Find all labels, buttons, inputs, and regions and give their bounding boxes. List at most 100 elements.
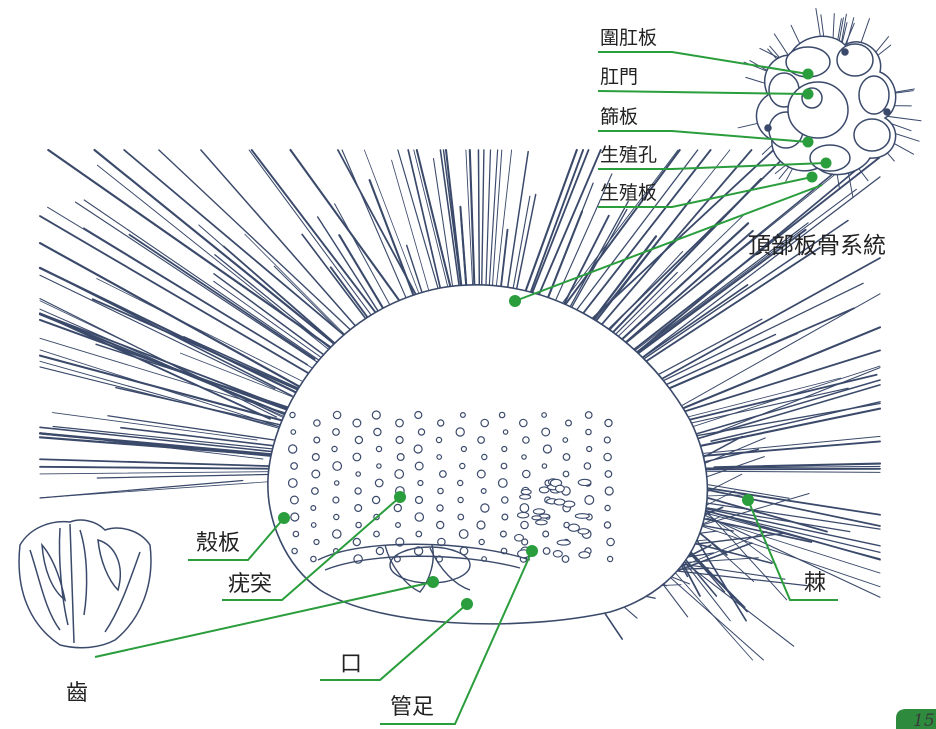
tubercle-mark (376, 463, 382, 469)
apical-spine-stroke (844, 22, 855, 46)
tubercle-mark (501, 513, 509, 521)
tubercle-mark (500, 496, 509, 504)
spine-stroke (158, 149, 361, 340)
tube-foot-mark (535, 519, 548, 526)
tubercle-mark (585, 428, 592, 436)
tubercle-mark (478, 538, 485, 546)
tubercle-mark (436, 504, 444, 512)
tubercle-mark (498, 411, 506, 419)
tubercle-mark (542, 530, 550, 538)
leader-lines (94, 51, 838, 725)
spine-stroke (645, 246, 821, 363)
tubercle-mark (521, 538, 529, 546)
spine-stroke (39, 349, 306, 436)
tubercle-mark (414, 410, 423, 420)
tubercle-mark (289, 411, 296, 419)
spine-stroke (128, 233, 316, 360)
spine-stroke (672, 569, 808, 587)
tubercle-mark (310, 555, 317, 563)
tubercle-mark (290, 512, 300, 522)
spine-stroke (38, 436, 311, 460)
spine-stroke (678, 482, 881, 516)
leader-apical-system (514, 184, 823, 302)
spine-stroke (214, 254, 332, 350)
tubercle-mark (354, 435, 364, 445)
spine-stroke (686, 379, 881, 438)
tubercle-mark (313, 538, 320, 546)
tubercle-mark (355, 521, 362, 529)
tubercle-mark (604, 504, 611, 512)
spine-stroke (83, 227, 308, 366)
tubercle-mark (396, 453, 405, 462)
tubercle-mark (583, 462, 592, 470)
label-tooth: 齒 (66, 681, 88, 706)
tubercle-mark (354, 504, 363, 513)
label-spine: 棘 (804, 571, 826, 596)
tube-foot-mark (574, 513, 590, 519)
spine-stroke (672, 293, 881, 412)
tubercle-mark (477, 436, 486, 444)
tubercle-mark (520, 520, 529, 530)
tubercle-mark (562, 453, 571, 461)
tubercle-mark (521, 454, 527, 460)
spine-stroke (39, 470, 313, 475)
tubercle-mark (373, 530, 380, 538)
page-number: 15 (913, 711, 935, 729)
leader-anus (597, 90, 809, 95)
spine-stroke (688, 526, 747, 622)
tubercle-mark (604, 470, 613, 478)
tubercle-mark (435, 436, 443, 444)
tubercle-mark (311, 469, 321, 479)
leader-genital-plate (598, 176, 813, 208)
tubercle-mark (522, 436, 530, 444)
tubercle-mark (413, 444, 423, 454)
spine-stroke (38, 354, 324, 433)
apical-spine-stroke (840, 13, 847, 45)
apical-system-illustration (737, 7, 922, 199)
label-mouth: 口 (340, 652, 362, 677)
tubercle-mark (541, 463, 548, 469)
tubercle-mark (375, 546, 385, 556)
leader-dots (278, 68, 832, 610)
spine-stroke (664, 560, 754, 661)
tubercle-mark (584, 411, 593, 419)
spine-stroke (673, 435, 881, 457)
tubercle-mark (288, 444, 298, 454)
spine-stroke (674, 373, 878, 425)
tubercle-mark (332, 410, 342, 420)
spine-stroke (538, 182, 594, 320)
tube-foot-mark (577, 528, 590, 535)
spine-stroke (47, 148, 347, 359)
tubercle-mark (287, 478, 298, 488)
spine-stroke (602, 229, 754, 363)
tubercle-mark (290, 462, 299, 470)
tubercle-mark (355, 471, 362, 477)
spine-stroke (39, 465, 310, 470)
tubercle-mark (313, 436, 321, 444)
spine-stroke (642, 282, 864, 392)
tubercle-mark (518, 418, 528, 428)
leader-tube-foot (380, 550, 533, 725)
apical-spine-stroke (886, 115, 922, 122)
tube-foot-mark (519, 494, 532, 500)
tube-foot-mark (553, 498, 566, 506)
tubercle-mark (332, 461, 343, 471)
tubercle-mark (459, 412, 466, 419)
spine-stroke (702, 488, 881, 527)
tubercle-mark (373, 513, 380, 521)
tube-foot-mark (556, 539, 571, 546)
spine-stroke (690, 407, 882, 449)
tubercle-mark (561, 555, 570, 563)
tubercle-mark (541, 412, 547, 418)
tubercle-mark (606, 555, 614, 563)
tubercle-mark (458, 529, 469, 539)
tubercle-mark (311, 453, 320, 462)
tubercle-mark (395, 537, 405, 547)
spine-stroke (670, 349, 881, 417)
tubercle-mark (291, 547, 298, 555)
tubercle-mark (603, 521, 612, 529)
label-anus: 肛門 (600, 66, 638, 88)
tubercle-mark (311, 487, 319, 495)
tubercle-mark (604, 418, 613, 428)
leader-tubercle (222, 496, 401, 601)
